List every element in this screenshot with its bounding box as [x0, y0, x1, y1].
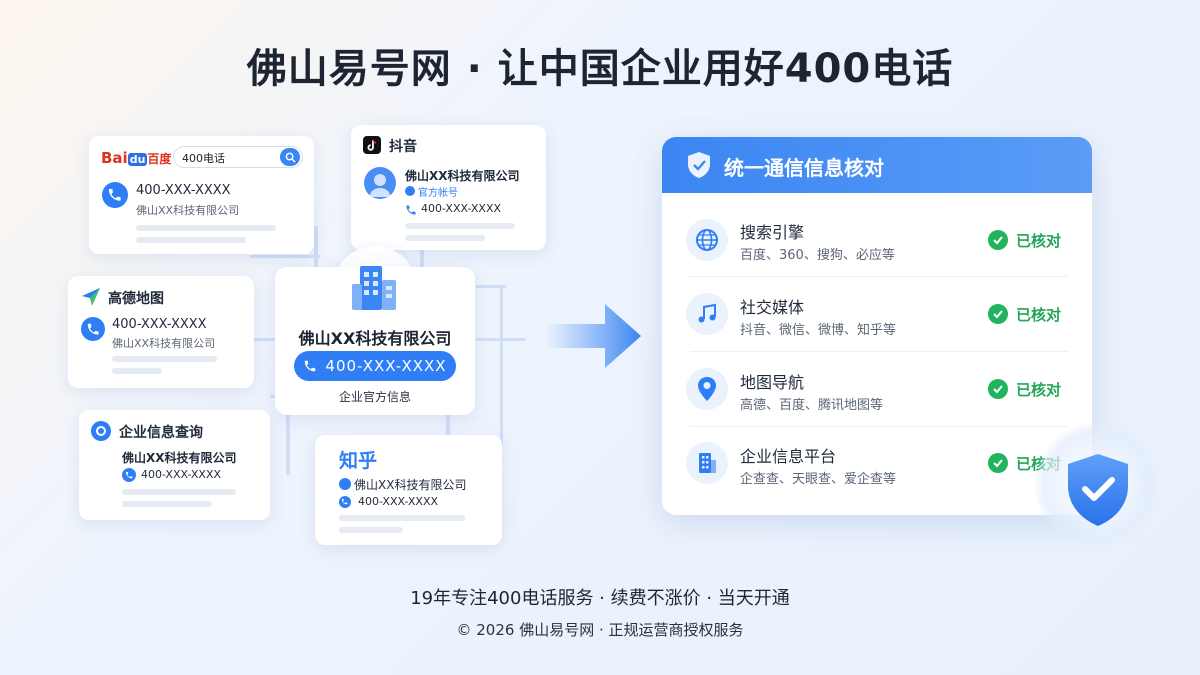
search-icon [285, 152, 296, 163]
phone-icon [81, 317, 105, 341]
amap-phone: 400-XXX-XXXX [112, 317, 207, 332]
search-button[interactable] [280, 148, 300, 166]
zhihu-company: 佛山XX科技有限公司 [354, 478, 467, 492]
center-caption: 企业官方信息 [338, 390, 411, 404]
row-title: 社交媒体 [740, 298, 805, 317]
music-note-icon [686, 293, 728, 335]
check-icon [988, 453, 1008, 473]
douyin-logo-icon [363, 136, 381, 154]
arrow-right-icon [545, 304, 641, 368]
check-icon [988, 230, 1008, 250]
avatar [364, 167, 396, 199]
baidu-company: 佛山XX科技有限公司 [136, 204, 240, 217]
verified-icon [405, 186, 415, 196]
status-badge: 已核对 [1016, 381, 1062, 399]
enterprise-info-card: 企业信息查询 佛山XX科技有限公司 400-XXX-XXXX [79, 410, 270, 520]
center-phone: 400-XXX-XXXX [325, 357, 447, 375]
amap-card: 高德地图 400-XXX-XXXX 佛山XX科技有限公司 [68, 276, 254, 388]
row-title: 搜索引擎 [740, 223, 805, 242]
row-title: 企业信息平台 [740, 447, 837, 466]
check-icon [988, 304, 1008, 324]
amap-name: 高德地图 [108, 291, 164, 307]
phone-icon [406, 205, 416, 215]
row-subtitle: 高德、百度、腾讯地图等 [740, 398, 884, 413]
amap-logo-icon [82, 288, 100, 306]
building-icon [686, 442, 728, 484]
center-company: 佛山XX科技有限公司 [298, 329, 452, 348]
douyin-badge: 官方帐号 [418, 188, 458, 199]
enterprise-phone: 400-XXX-XXXX [141, 468, 222, 481]
verification-panel: 统一通信信息核对 搜索引擎 百度、360、搜狗、必应等 已核对 社交媒体 抖音、… [662, 137, 1092, 515]
status-badge: 已核对 [1016, 306, 1062, 324]
panel-header: 统一通信信息核对 [662, 137, 1092, 193]
globe-icon [686, 219, 728, 261]
phone-icon [122, 468, 136, 482]
check-icon [988, 379, 1008, 399]
row-title: 地图导航 [740, 373, 805, 392]
shield-check-icon [1068, 454, 1128, 526]
footer-tagline: 19年专注400电话服务 · 续费不涨价 · 当天开通 [410, 588, 790, 609]
zhihu-name: 知乎 [339, 450, 378, 472]
page-title: 佛山易号网 · 让中国企业用好400电话 [246, 46, 954, 92]
phone-icon [305, 360, 316, 372]
map-pin-icon [686, 368, 728, 410]
row-subtitle: 企查查、天眼查、爱企查等 [740, 472, 897, 487]
center-phone-button[interactable]: 400-XXX-XXXX [294, 351, 456, 381]
row-subtitle: 抖音、微信、微博、知乎等 [740, 323, 897, 338]
footer-copyright: © 2026 佛山易号网 · 正规运营商授权服务 [456, 621, 744, 639]
enterprise-name: 企业信息查询 [119, 425, 203, 441]
douyin-name: 抖音 [389, 139, 417, 155]
douyin-card: 抖音 佛山XX科技有限公司 官方帐号 400-XXX-XXXX [351, 125, 546, 250]
shield-check-icon [688, 152, 710, 178]
baidu-phone: 400-XXX-XXXX [136, 183, 231, 198]
building-icon [352, 266, 396, 310]
panel-title: 统一通信信息核对 [724, 156, 884, 180]
status-badge: 已核对 [1016, 232, 1062, 250]
row-subtitle: 百度、360、搜狗、必应等 [740, 248, 895, 263]
baidu-search-input[interactable]: 400电话 [173, 146, 303, 168]
zhihu-small-icon [339, 478, 351, 490]
douyin-phone: 400-XXX-XXXX [421, 202, 502, 215]
phone-icon [339, 496, 351, 508]
enterprise-logo-icon [91, 421, 111, 441]
phone-icon [102, 182, 128, 208]
enterprise-company: 佛山XX科技有限公司 [122, 451, 237, 465]
douyin-company: 佛山XX科技有限公司 [405, 169, 520, 183]
amap-company: 佛山XX科技有限公司 [112, 337, 216, 350]
zhihu-phone: 400-XXX-XXXX [358, 495, 439, 508]
zhihu-card: 知乎 佛山XX科技有限公司 400-XXX-XXXX [315, 435, 502, 545]
